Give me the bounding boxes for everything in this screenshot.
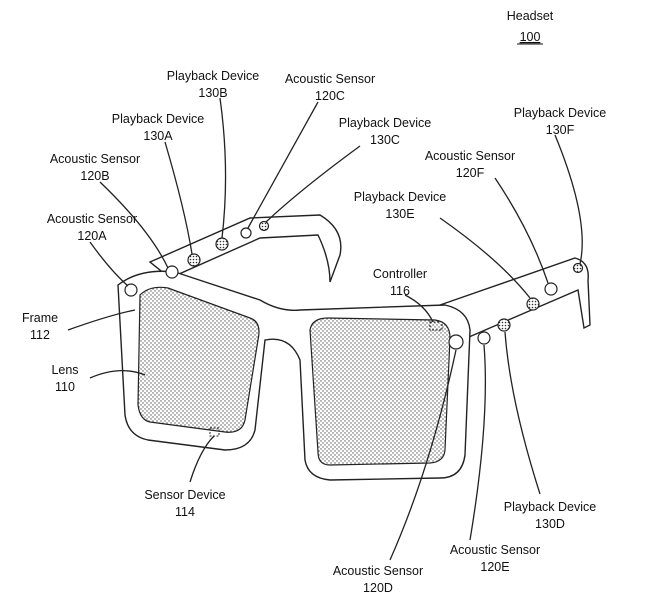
svg-text:120F: 120F [456,166,485,180]
label-playback-device-130e: Playback Device 130E [354,190,446,221]
label-sensor-device-114: Sensor Device 114 [144,488,225,519]
svg-text:120E: 120E [480,560,509,574]
label-controller-116: Controller 116 [373,267,427,298]
svg-text:Acoustic Sensor: Acoustic Sensor [285,72,375,86]
svg-text:Lens: Lens [51,363,78,377]
label-acoustic-sensor-120d: Acoustic Sensor 120D [333,564,423,595]
svg-text:112: 112 [30,328,50,342]
svg-text:130B: 130B [198,86,227,100]
leader-lines [67,97,583,561]
label-playback-device-130f: Playback Device 130F [514,106,606,137]
svg-text:Acoustic Sensor: Acoustic Sensor [450,543,540,557]
acoustic-sensor-120b [165,265,179,279]
label-playback-device-130a: Playback Device 130A [112,112,204,143]
svg-text:130F: 130F [546,123,575,137]
lens-left [137,286,260,433]
svg-text:Playback Device: Playback Device [514,106,606,120]
playback-device-130e [526,297,540,311]
svg-text:Playback Device: Playback Device [354,190,446,204]
label-playback-device-130d: Playback Device 130D [504,500,596,531]
left-temple [148,214,342,283]
svg-text:Controller: Controller [373,267,427,281]
label-playback-device-130b: Playback Device 130B [167,69,259,100]
components [124,220,584,437]
label-acoustic-sensor-120a: Acoustic Sensor 120A [47,212,137,243]
playback-device-130f [572,262,584,274]
label-acoustic-sensor-120b: Acoustic Sensor 120B [50,152,140,183]
label-acoustic-sensor-120c: Acoustic Sensor 120C [285,72,375,103]
svg-text:120C: 120C [315,89,345,103]
playback-device-130c [258,220,270,232]
svg-text:Frame: Frame [22,311,58,325]
label-acoustic-sensor-120e: Acoustic Sensor 120E [450,543,540,574]
sensor-device-114 [209,427,220,437]
acoustic-sensor-120d [448,334,464,350]
svg-text:Acoustic Sensor: Acoustic Sensor [50,152,140,166]
svg-text:130C: 130C [370,133,400,147]
right-temple [438,257,591,341]
svg-text:Acoustic Sensor: Acoustic Sensor [47,212,137,226]
lens-right [309,317,451,466]
svg-text:Sensor Device: Sensor Device [144,488,225,502]
svg-text:Playback Device: Playback Device [112,112,204,126]
svg-text:Acoustic Sensor: Acoustic Sensor [425,149,515,163]
svg-text:Playback Device: Playback Device [339,116,431,130]
controller-116 [429,321,443,331]
svg-text:130A: 130A [143,129,173,143]
svg-text:114: 114 [175,505,195,519]
acoustic-sensor-120a [124,283,138,297]
acoustic-sensor-120e [477,331,491,345]
svg-text:116: 116 [390,284,410,298]
acoustic-sensor-120f [544,282,558,296]
label-playback-device-130c: Playback Device 130C [339,116,431,147]
svg-text:110: 110 [55,380,75,394]
svg-text:Acoustic Sensor: Acoustic Sensor [333,564,423,578]
acoustic-sensor-120c [240,227,252,239]
svg-text:Playback Device: Playback Device [504,500,596,514]
svg-text:130E: 130E [385,207,414,221]
svg-text:130D: 130D [535,517,565,531]
headset-title: Headset [507,9,554,23]
playback-device-130a [187,253,201,267]
svg-text:120B: 120B [80,169,109,183]
label-lens-110: Lens 110 [51,363,78,394]
playback-device-130b [215,237,229,251]
frame [117,270,471,481]
headset-number: 100 [520,30,541,44]
svg-text:120D: 120D [363,581,393,595]
svg-text:Playback Device: Playback Device [167,69,259,83]
label-acoustic-sensor-120f: Acoustic Sensor 120F [425,149,515,180]
playback-device-130d [497,318,511,332]
svg-text:120A: 120A [77,229,107,243]
label-frame-112: Frame 112 [22,311,58,342]
